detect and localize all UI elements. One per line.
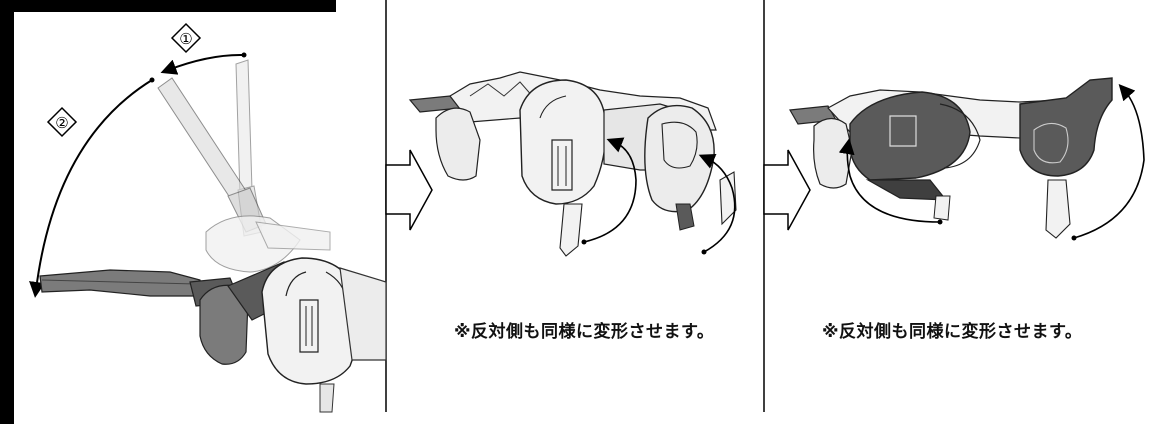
- rotation-arrow-icon: [1073, 84, 1145, 239]
- next-step-arrow-icon: [385, 149, 433, 231]
- rear-leg: [1045, 179, 1071, 239]
- front-leg: [933, 195, 951, 221]
- panel-1-header-bar: [0, 0, 336, 12]
- front-shoulder-folded: [849, 91, 971, 181]
- panel-3-note: ※反対側も同様に変形させます。: [822, 322, 1083, 342]
- step-1-number: ①: [179, 30, 192, 48]
- panel-2-note: ※反対側も同様に変形させます。: [454, 322, 715, 342]
- panel-2-illustration: [408, 71, 737, 257]
- head: [813, 117, 853, 189]
- step-1-marker: ①: [170, 22, 202, 54]
- panel-1-illustration: ① ②: [29, 22, 387, 413]
- shoulder-part: [261, 257, 360, 413]
- front-leg: [559, 203, 583, 257]
- panel-1-frame: [0, 0, 336, 424]
- rear-haunch-folded: [1019, 77, 1113, 177]
- rotation-arrow-icon: [160, 53, 245, 75]
- next-step-arrow-icon: [763, 149, 811, 231]
- rotation-arrow-icon: [583, 137, 637, 243]
- rear-leg: [719, 171, 737, 226]
- step-2-number: ②: [55, 114, 68, 132]
- rotation-arrow-icon: [698, 153, 736, 253]
- rotation-arrow-icon: [29, 79, 153, 298]
- step-2-marker: ②: [46, 106, 78, 138]
- panel-1-left-border: [0, 0, 14, 424]
- head: [435, 107, 481, 181]
- rotation-arrow-icon: [838, 138, 941, 223]
